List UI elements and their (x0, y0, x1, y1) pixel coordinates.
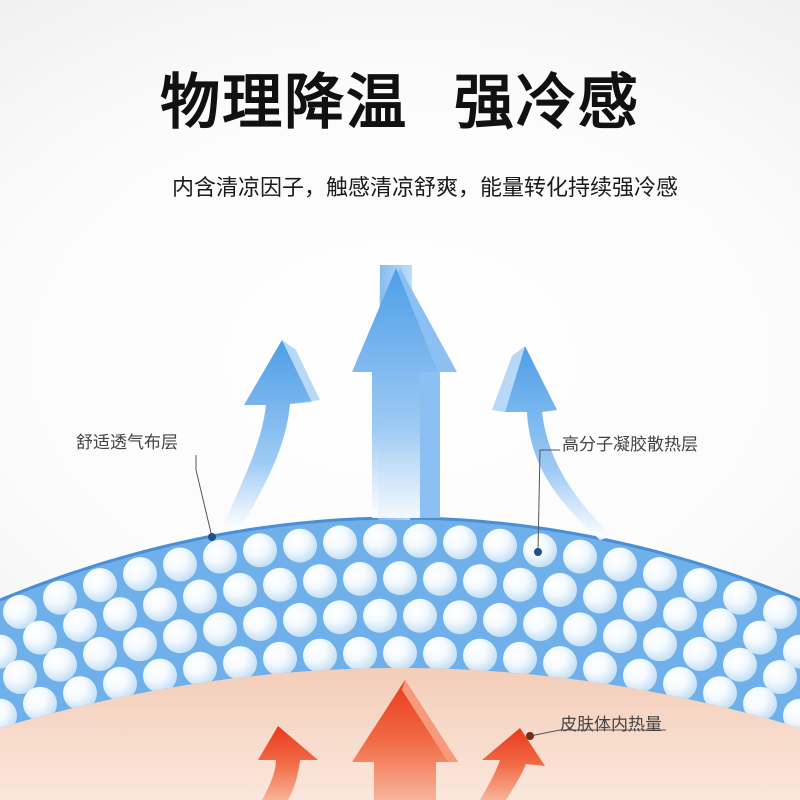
gel-bead (303, 564, 337, 599)
cool-arrow-center (352, 265, 457, 520)
gel-bead (583, 579, 617, 614)
gel-bead (503, 641, 537, 676)
gel-bead (363, 598, 397, 633)
cool-arrow-right (492, 346, 612, 540)
gel-bead (43, 580, 77, 615)
callout-fabric-layer (195, 455, 216, 541)
gel-bead (303, 638, 337, 673)
gel-bead (163, 619, 197, 654)
gel-bead (143, 587, 177, 622)
gel-bead (3, 594, 37, 629)
gel-bead (623, 658, 657, 693)
callout-skin-heat (526, 729, 666, 740)
gel-bead (23, 620, 57, 655)
gel-bead (423, 561, 457, 596)
gel-bead (343, 561, 377, 596)
gel-bead (283, 602, 317, 637)
gel-bead (763, 660, 797, 694)
gel-bead (283, 528, 317, 563)
gel-bead (83, 636, 117, 671)
gel-bead (223, 646, 257, 681)
gel-bead (743, 686, 777, 721)
gel-bead (703, 676, 737, 711)
gel-bead (783, 634, 800, 669)
gel-bead (103, 597, 137, 632)
gel-bead (183, 579, 217, 614)
gel-bead (203, 539, 237, 574)
gel-bead (443, 600, 477, 635)
gel-bead (63, 676, 97, 711)
gel-bead (323, 600, 357, 635)
cool-arrow-left (222, 340, 320, 530)
gel-bead (183, 651, 217, 686)
gel-bead (343, 636, 377, 671)
gel-bead (3, 660, 37, 694)
gel-bead (543, 572, 577, 607)
gel-bead (63, 608, 97, 643)
gel-bead (383, 561, 417, 596)
label-gel-layer: 高分子凝胶散热层 (562, 435, 698, 455)
page-subtitle: 内含清凉因子，触感清凉舒爽，能量转化持续强冷感 (171, 176, 678, 201)
label-skin-heat: 皮肤体内热量 (560, 715, 662, 735)
gel-bead (643, 627, 677, 662)
gel-bead (723, 580, 757, 615)
callout-gel-layer (534, 449, 560, 556)
gel-bead (403, 598, 437, 633)
gel-bead (603, 547, 637, 582)
gel-bead (463, 638, 497, 673)
gel-bead (563, 539, 597, 574)
gel-bead (243, 533, 277, 568)
gel-bead (323, 525, 357, 560)
gel-bead (483, 528, 517, 563)
gel-bead (563, 612, 597, 647)
gel-bead (763, 594, 797, 629)
gel-bead (123, 557, 157, 591)
gel-bead (743, 620, 777, 655)
page-title: 物理降温 强冷感 (160, 68, 640, 138)
gel-bead (223, 572, 257, 607)
gel-bead (603, 619, 637, 654)
gel-bead (363, 523, 397, 558)
gel-bead (423, 636, 457, 671)
gel-bead (0, 698, 17, 728)
gel-bead (783, 698, 800, 728)
gel-bead (263, 641, 297, 676)
gel-bead (523, 607, 557, 641)
gel-bead (83, 568, 117, 602)
gel-bead (163, 547, 197, 582)
gel-bead (643, 557, 677, 591)
gel-bead (403, 523, 437, 558)
gel-bead (243, 607, 277, 641)
gel-beads (0, 523, 800, 728)
gel-bead (663, 666, 697, 701)
gel-bead (123, 627, 157, 662)
heat-arrow-right (480, 728, 545, 800)
gel-bead (0, 634, 17, 669)
gel-bead (683, 568, 717, 602)
gel-bead (203, 612, 237, 647)
gel-bead (383, 636, 417, 671)
gel-bead (663, 597, 697, 632)
gel-bead (503, 567, 537, 602)
gel-bead (463, 564, 497, 599)
heat-arrow-left (258, 726, 318, 800)
gel-bead (723, 647, 757, 682)
gel-bead (263, 567, 297, 602)
heat-arrow-center (352, 680, 458, 800)
gel-bead (483, 602, 517, 637)
gel-bead (623, 587, 657, 622)
gel-bead (103, 666, 137, 701)
gel-bead (583, 651, 617, 686)
gel-bead (443, 525, 477, 560)
gel-bead (683, 636, 717, 671)
gel-bead (143, 658, 177, 693)
gel-bead (43, 647, 77, 682)
gel-bead (23, 686, 57, 721)
gel-bead (543, 646, 577, 681)
gel-bead (703, 608, 737, 643)
label-fabric-layer: 舒适透气布层 (76, 433, 178, 453)
